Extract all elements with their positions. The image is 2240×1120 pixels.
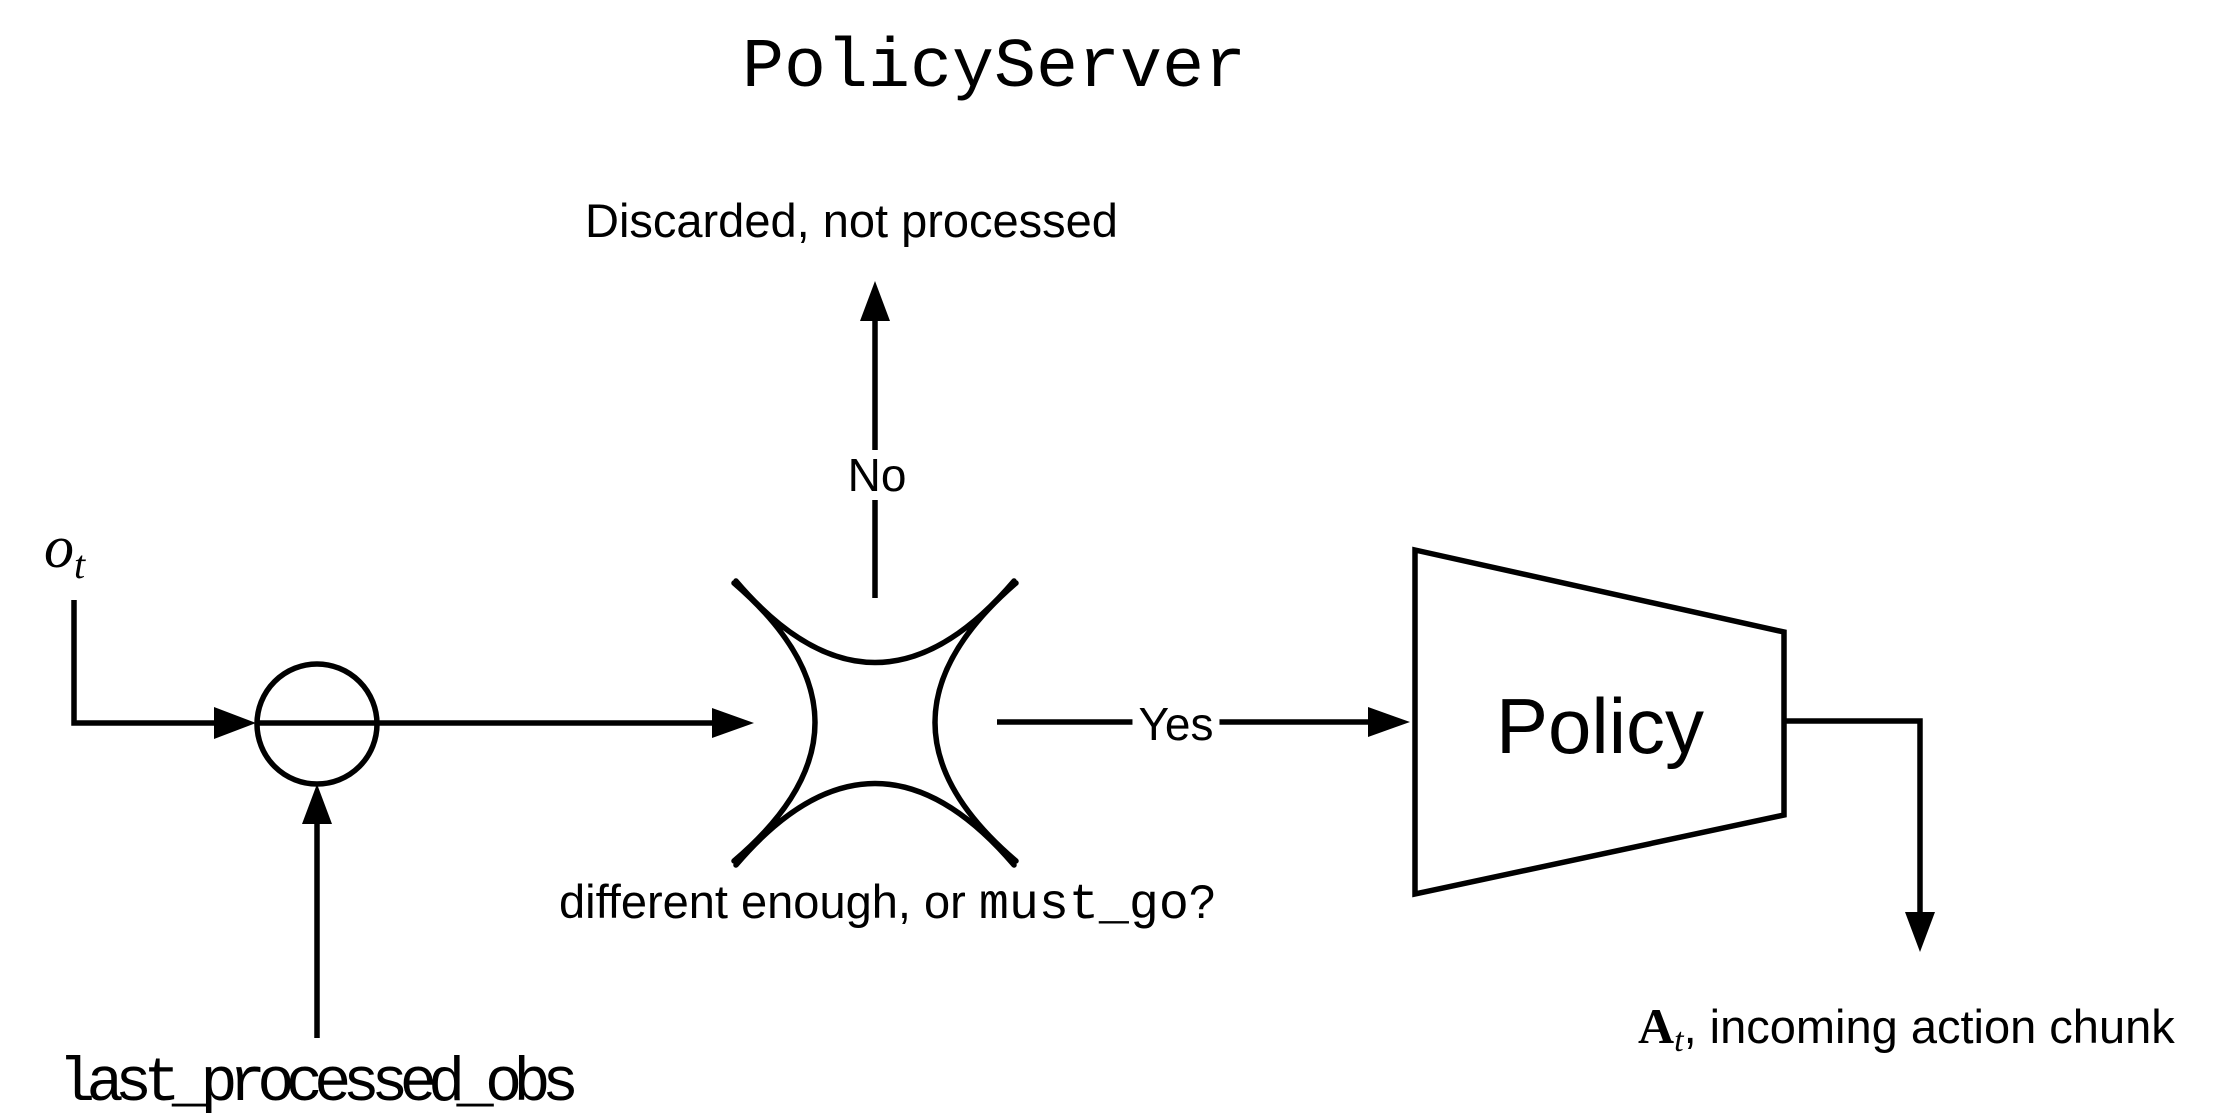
action-var: A bbox=[1638, 998, 1675, 1054]
action-suffix: , incoming action chunk bbox=[1683, 1000, 2175, 1053]
no-arrowhead bbox=[860, 281, 890, 321]
observation-label: ot bbox=[44, 514, 85, 585]
policy-trapezoid bbox=[1412, 546, 1787, 898]
last-processed-arrowhead bbox=[302, 784, 332, 824]
observation-var: o bbox=[44, 514, 74, 580]
action-subscript: t bbox=[1674, 1022, 1684, 1059]
no-branch-label: No bbox=[839, 450, 915, 500]
policy-block-label: Policy bbox=[1495, 682, 1705, 770]
question-prefix: different enough, or bbox=[559, 875, 979, 928]
discarded-outcome-label: Discarded, not processed bbox=[585, 194, 1118, 247]
action-output-line bbox=[1784, 718, 1923, 914]
action-output-arrowhead bbox=[1905, 912, 1935, 952]
action-chunk-label: At, incoming action chunk bbox=[1638, 998, 2175, 1058]
last-processed-obs-label: last_processed_obs bbox=[58, 1048, 579, 1119]
observation-subscript: t bbox=[74, 542, 86, 587]
page-title: PolicyServer bbox=[742, 29, 1247, 108]
yes-branch-label: Yes bbox=[1132, 699, 1220, 749]
question-code: must_go bbox=[978, 877, 1189, 934]
question-suffix: ? bbox=[1188, 875, 1216, 928]
observation-arrowhead bbox=[214, 707, 256, 739]
decision-star bbox=[731, 578, 1019, 868]
yes-arrowhead bbox=[1368, 707, 1410, 737]
decision-arrowhead bbox=[712, 708, 754, 738]
decision-question-label: different enough, or must_go? bbox=[559, 878, 1215, 931]
observation-arrow-line bbox=[71, 600, 216, 726]
